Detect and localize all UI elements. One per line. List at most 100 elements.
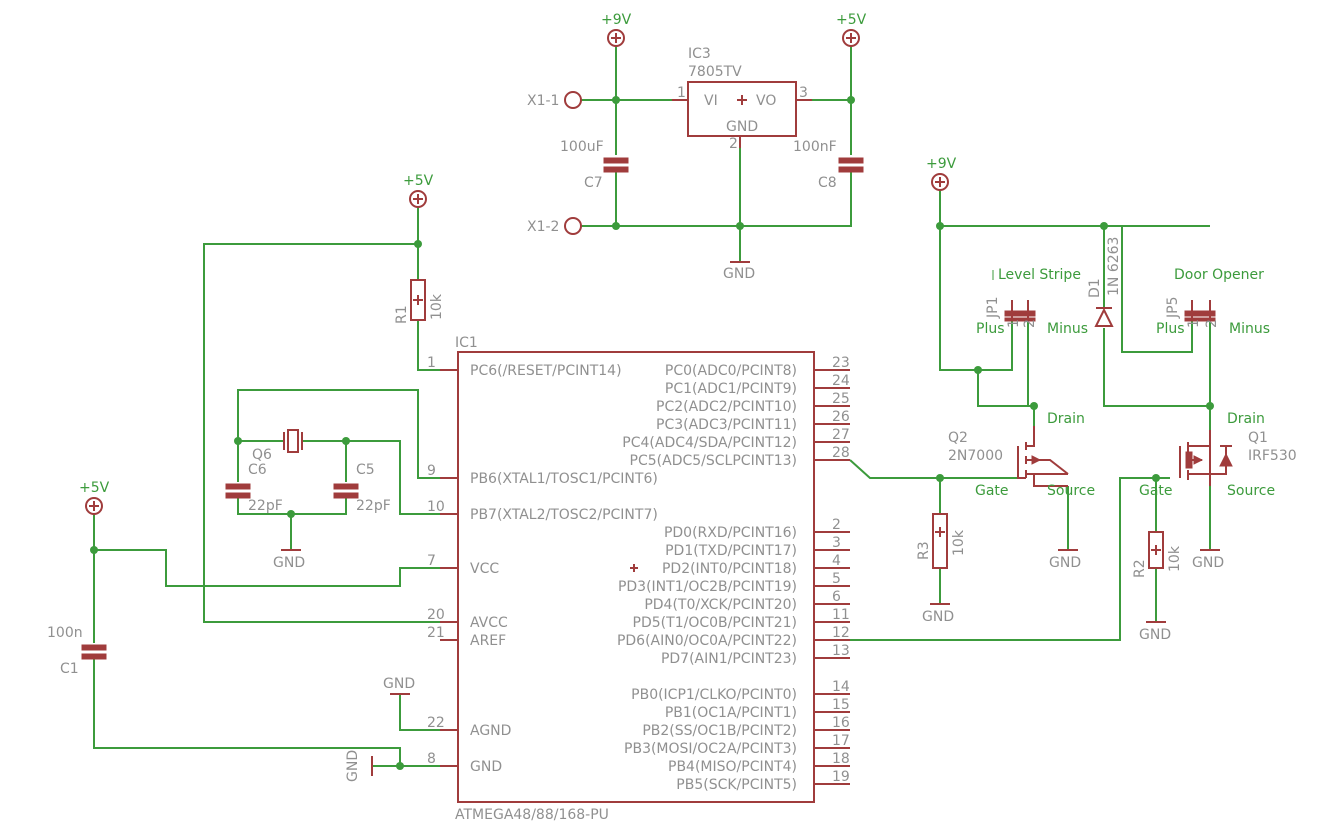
svg-text:3: 3 [799,85,808,101]
pin-label: PB1(OC1A/PCINT1) [665,705,797,721]
pin-number: 7 [427,553,436,569]
svg-text:Source: Source [1227,483,1275,499]
pin-number: 12 [832,625,850,641]
svg-text:GND: GND [345,750,361,782]
resistor-r1: R1 10k [394,279,445,324]
svg-text:R1: R1 [394,305,410,324]
svg-text:C1: C1 [60,661,79,677]
pin-number: 15 [832,697,850,713]
pin-number: 20 [427,607,445,623]
svg-text:X1-2: X1-2 [527,219,559,235]
pin-label: PB0(ICP1/CLKO/PCINT0) [631,687,797,703]
svg-text:R2: R2 [1132,559,1148,578]
supply-9v-b: +9V [926,156,957,191]
svg-text:100n: 100n [47,625,83,641]
svg-text:ATMEGA48/88/168-PU: ATMEGA48/88/168-PU [455,807,609,823]
svg-text:C5: C5 [356,462,375,478]
svg-text:Plus: Plus [976,321,1005,337]
supply-9v-a: +9V [601,12,632,47]
pin-number: 26 [832,409,850,425]
pin-label: PD4(T0/XCK/PCINT20) [644,597,797,613]
mosfet-q2: Q2 2N7000 Drain Gate Source [948,411,1095,499]
svg-text:Q6: Q6 [252,447,272,463]
pin-label: PB7(XTAL2/TOSC2/PCINT7) [470,507,658,523]
svg-text:Drain: Drain [1227,411,1265,427]
svg-text:GND: GND [383,676,415,692]
pin-label: PB3(MOSI/OC2A/PCINT3) [624,741,797,757]
pin-number: 3 [832,535,841,551]
pin-number: 14 [832,679,850,695]
svg-text:GND: GND [1139,627,1171,643]
svg-text:GND: GND [922,609,954,625]
supply-5v-c: +5V [79,480,110,515]
pin-number: 21 [427,625,445,641]
ground-regulator: GND [723,261,755,282]
svg-text:10k: 10k [1167,545,1183,572]
svg-text:VO: VO [756,93,776,109]
svg-text:Level Stripe: Level Stripe [998,267,1081,283]
jumper-jp1: JP1 Level Stripe Plus Minus 1 2 [976,267,1088,337]
svg-text:Source: Source [1047,483,1095,499]
ground-r3: GND [922,603,954,625]
svg-text:GND: GND [1192,555,1224,571]
pin-label: PB2(SS/OC1B/PCINT2) [642,723,797,739]
pin-number: 5 [832,571,841,587]
svg-text:Drain: Drain [1047,411,1085,427]
svg-text:Plus: Plus [1156,321,1185,337]
mcu-right-pins: 23PC0(ADC0/PCINT8)24PC1(ADC1/PCINT9)25PC… [617,355,850,793]
ground-crystal: GND [273,549,305,571]
svg-text:C6: C6 [248,462,267,478]
svg-text:1: 1 [677,85,686,101]
pin-label: PD5(T1/OC0B/PCINT21) [633,615,797,631]
pin-number: 11 [832,607,850,623]
svg-text:Q2: Q2 [948,430,968,446]
svg-text:IC3: IC3 [688,46,711,62]
svg-text:Gate: Gate [1139,483,1173,499]
svg-text:GND: GND [723,266,755,282]
svg-text:2: 2 [1204,319,1220,328]
pin-number: 23 [832,355,850,371]
pin-label: GND [470,759,502,775]
svg-text:JP5: JP5 [1165,297,1181,319]
svg-text:+5V: +5V [79,480,110,496]
pin-label: PD3(INT1/OC2B/PCINT19) [618,579,797,595]
pin-number: 8 [427,751,436,767]
svg-text:JP1: JP1 [985,297,1001,319]
svg-text:1: 1 [1186,319,1202,328]
svg-text:2N7000: 2N7000 [948,448,1003,464]
svg-text:Door Opener: Door Opener [1174,267,1264,283]
pin-label: PC5(ADC5/SCLPCINT13) [630,453,797,469]
pin-label: PC0(ADC0/PCINT8) [665,363,797,379]
pin-number: 19 [832,769,850,785]
svg-text:GND: GND [273,555,305,571]
svg-text:GND: GND [726,119,758,135]
pin-label: AREF [470,633,506,649]
pin-number: 27 [832,427,850,443]
pin-label: PC4(ADC4/SDA/PCINT12) [622,435,797,451]
pin-number: 28 [832,445,850,461]
regulator-ic3: IC3 7805TV VI VO GND 1 2 3 [672,46,812,152]
pin-number: 22 [427,715,445,731]
pin-label: AVCC [470,615,508,631]
resistor-r2: R2 10k [1132,531,1183,578]
